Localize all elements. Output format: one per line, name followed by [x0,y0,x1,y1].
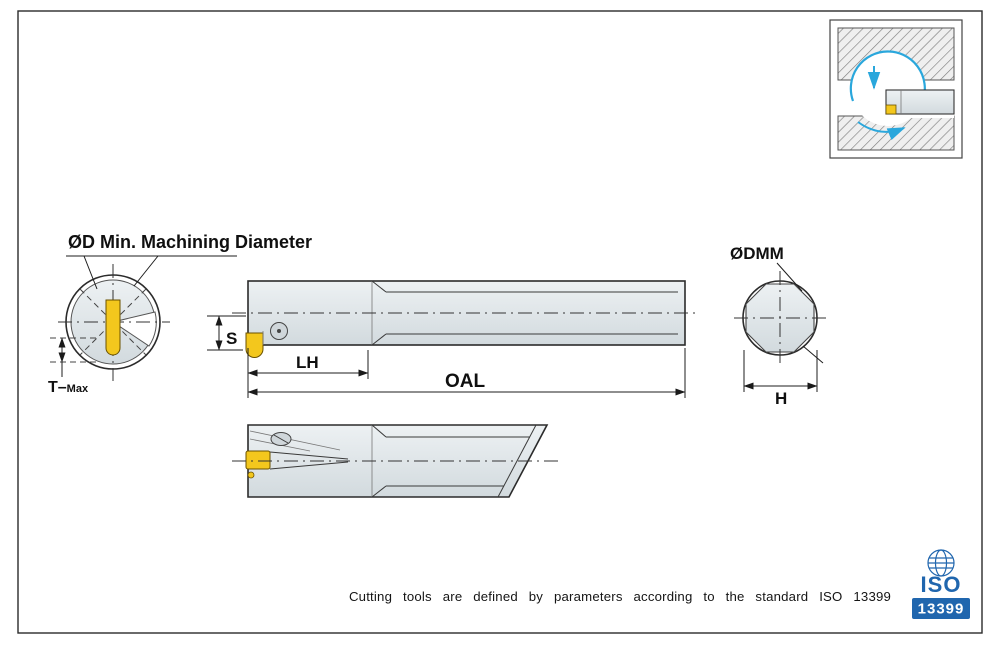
globe-icon [927,549,955,577]
iso-code-badge [912,598,970,619]
odmm-label: ØDMM [730,244,784,263]
callout-leader-left [83,255,98,290]
bore-surface-arc [849,50,926,102]
top-view-pocket-line-2 [269,461,349,470]
front-view-insert-blade [105,299,121,356]
top-view-pocket-line-1 [269,451,349,460]
min-machining-diameter-label: ØD Min. Machining Diameter [68,232,312,252]
machining-application-inset [829,19,963,159]
h-dimension: H [743,350,818,408]
top-view-screw-slot [273,434,289,444]
inset-tool-body [885,89,955,115]
top-view-chamfer-bottom [371,485,387,498]
h-label: H [775,389,787,408]
side-view [232,280,700,358]
top-view-insert [245,450,271,470]
oal-dimension: OAL [247,348,686,398]
front-view-diagonal-1 [79,288,147,356]
footer-standard-note: Cutting tools are defined by parameters … [349,589,891,604]
callout-leader-right [133,255,159,287]
shank-chamfer-leader [802,345,824,364]
s-label: S [226,329,237,348]
s-dimension: S [207,315,246,351]
iso-13399-logo: ISO 13399 [912,549,970,619]
side-view-chamfer-top [371,280,387,293]
clamp-screw-center [277,329,281,333]
top-view-grind-line-1 [249,430,341,451]
side-view-insert [245,332,264,358]
inset-insert [885,104,897,115]
top-view [232,424,560,498]
side-view-chamfer-bottom [371,333,387,346]
front-view [58,264,170,381]
iso-code-text: 13399 [918,601,965,618]
tmax-label: T–Max [48,379,89,396]
front-view-relief-cut [111,311,157,347]
tmax-dimension: T–Max [48,337,98,396]
min-machining-diameter-callout: ØD Min. Machining Diameter [66,232,312,290]
odmm-leader [776,262,803,292]
top-view-insert-tip [247,471,255,479]
shank-section-view: ØDMM [730,244,827,366]
iso-wordmark: ISO [921,572,962,597]
lh-dimension: LH [247,350,369,379]
top-view-chamfer-top [371,424,387,438]
lh-label: LH [296,353,319,372]
front-view-diagonal-2 [79,288,147,356]
feed-direction-arrow [857,121,906,141]
oal-label: OAL [445,371,486,392]
page-border [17,10,983,634]
